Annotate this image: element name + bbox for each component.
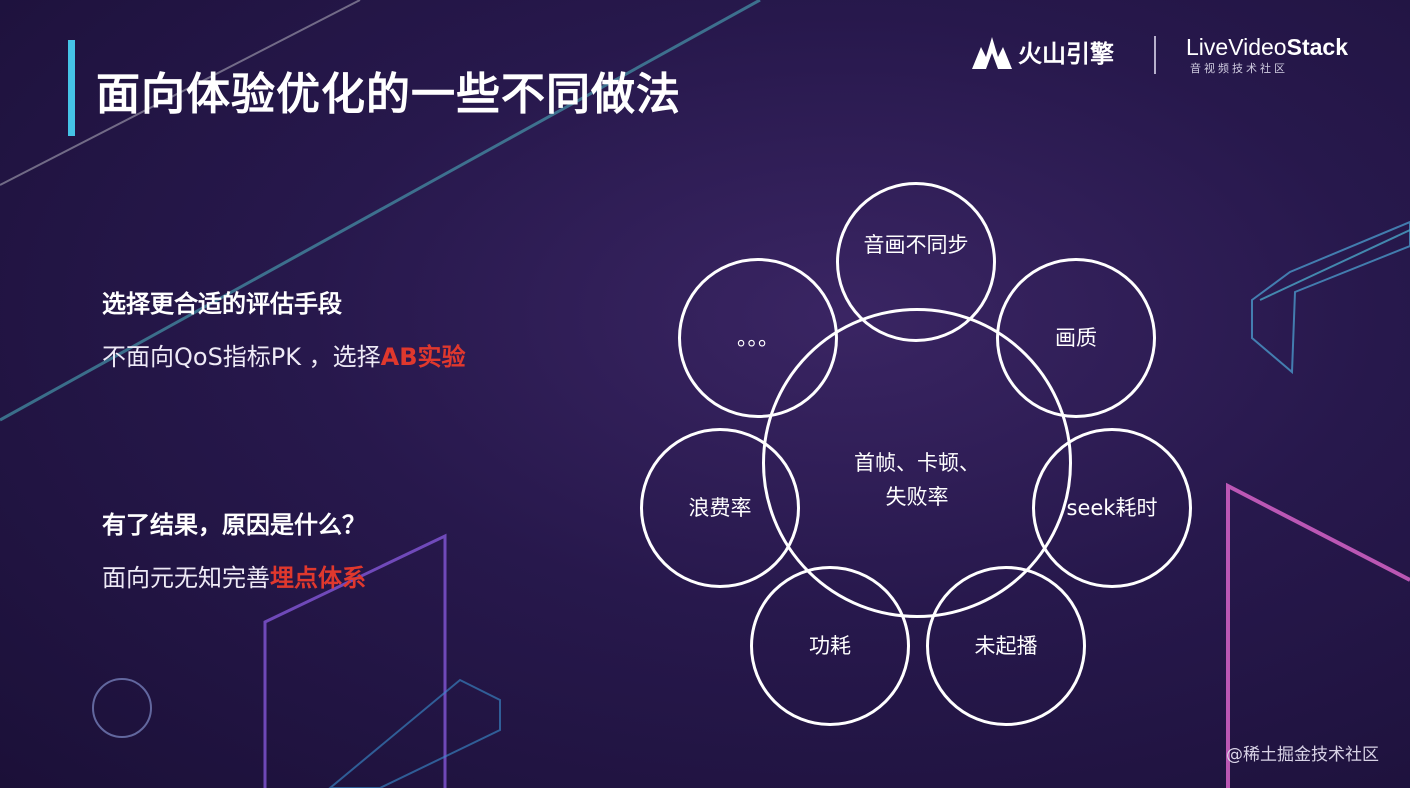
satellite-circle	[1032, 428, 1192, 588]
section-root-cause: 有了结果，原因是什么？ 面向元无知完善埋点体系	[102, 505, 366, 593]
satellite-label-seek: seek耗时	[1066, 496, 1158, 520]
section-body: 不面向QoS指标PK ，选择AB实验	[102, 337, 466, 372]
satellite-label-not-started: 未起播	[974, 634, 1038, 658]
highlight-text: AB实验	[380, 343, 466, 371]
section-heading: 选择更合适的评估手段	[102, 290, 342, 318]
satellite-circle	[678, 258, 838, 418]
volcano-engine-name: 火山引擎	[1018, 40, 1114, 68]
section-evaluation: 选择更合适的评估手段 不面向QoS指标PK ，选择AB实验	[102, 284, 466, 372]
satellite-circle	[750, 566, 910, 726]
satellite-label-more: 。。。	[737, 326, 779, 350]
brand-divider	[1154, 36, 1156, 74]
satellite-label-waste: 浪费率	[688, 496, 752, 520]
section-heading: 有了结果，原因是什么？	[102, 511, 366, 539]
satellite-circle	[996, 258, 1156, 418]
center-label: 首帧、卡顿、失败率	[854, 451, 980, 509]
highlight-text: 埋点体系	[270, 564, 366, 592]
satellite-label-av-sync: 音画不同步	[863, 233, 969, 257]
livevideostack-logo: LiveVideoStack	[1186, 34, 1348, 61]
section-body: 面向元无知完善埋点体系	[102, 558, 366, 593]
satellite-circle	[640, 428, 800, 588]
metrics-diagram: 首帧、卡顿、失败率 音画不同步 画质 seek耗时 未起播 功耗 浪费率 。。。	[620, 170, 1220, 740]
body-text: 面向元无知完善	[102, 564, 270, 592]
volcano-engine-logo: 火山引擎	[972, 34, 1114, 69]
title-accent-bar	[68, 40, 75, 136]
satellite-circle	[926, 566, 1086, 726]
livevideostack-suffix: Stack	[1286, 34, 1348, 60]
satellite-label-quality: 画质	[1055, 326, 1097, 350]
satellite-circle	[836, 182, 996, 342]
livevideostack-prefix: LiveVideo	[1186, 34, 1287, 60]
livevideostack-subtitle: 音视频技术社区	[1190, 62, 1288, 75]
satellite-label-power: 功耗	[809, 634, 851, 658]
body-text: 不面向QoS指标PK ，选择	[102, 343, 381, 371]
brand-logos: 火山引擎 LiveVideoStack 音视频技术社区	[972, 30, 1372, 80]
watermark: @稀土掘金技术社区	[1226, 745, 1379, 765]
slide-title: 面向体验优化的一些不同做法	[96, 69, 681, 120]
mountain-icon	[972, 36, 1012, 69]
